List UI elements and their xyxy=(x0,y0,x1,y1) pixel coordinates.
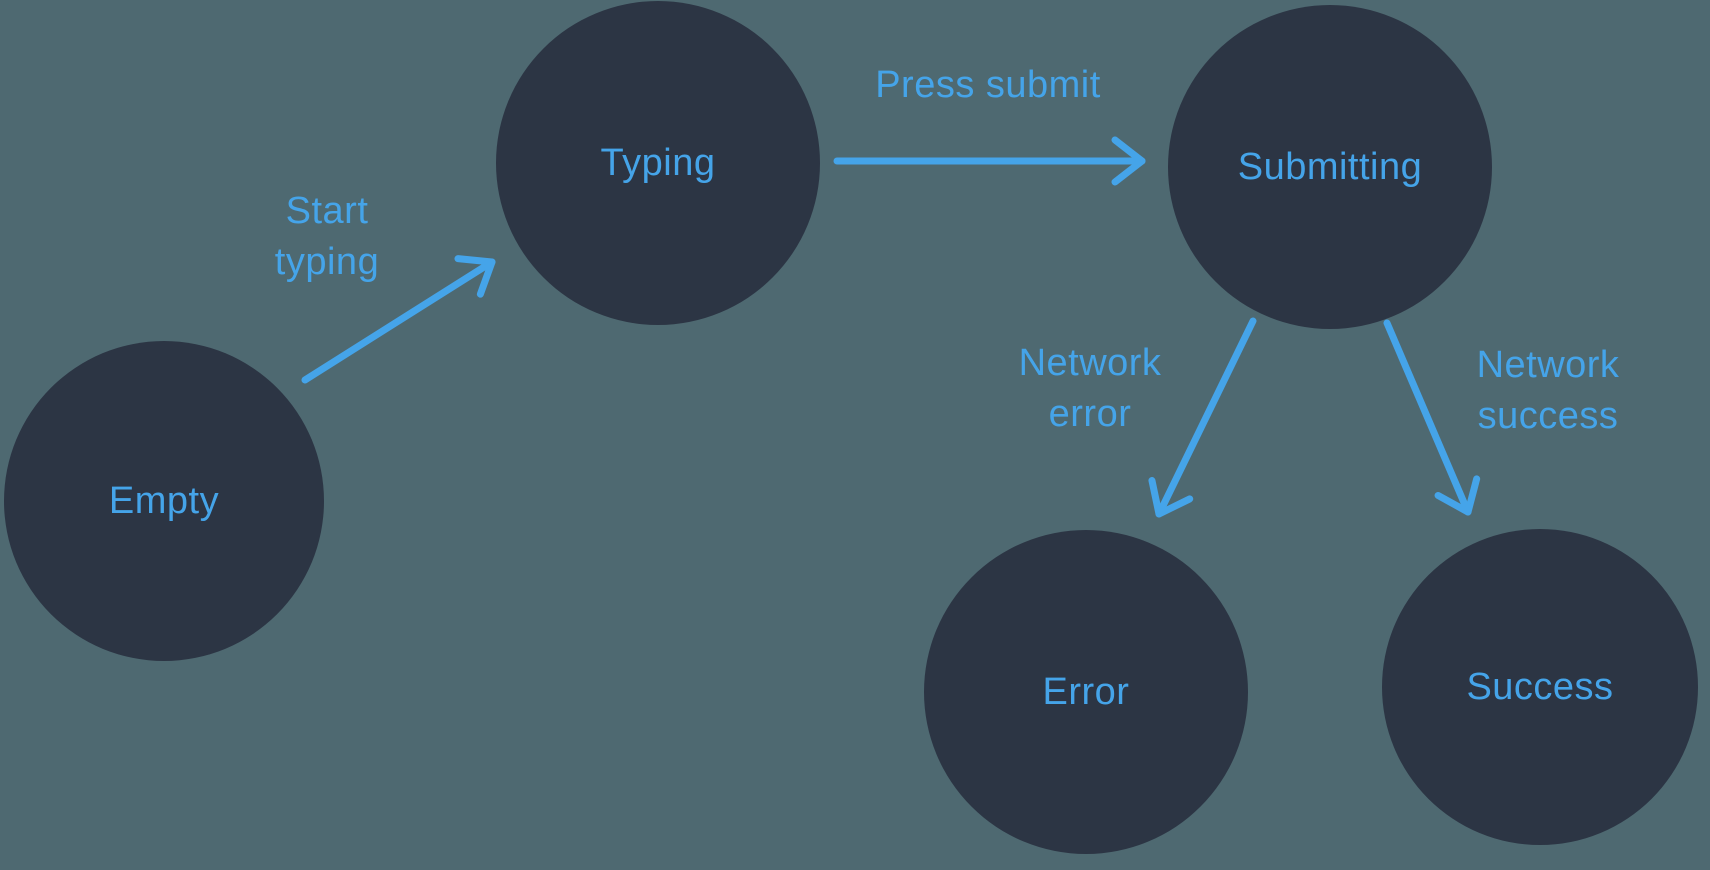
state-node-submitting: Submitting xyxy=(1168,5,1492,329)
edge-arrow-network-success xyxy=(1383,319,1481,516)
edge-label-line: Network xyxy=(1018,342,1162,384)
edge-label-network-success: Network success xyxy=(1477,340,1620,442)
state-node-success: Success xyxy=(1382,529,1698,845)
state-node-label: Submitting xyxy=(1237,145,1423,188)
edge-label-start-typing: Start typing xyxy=(275,186,379,288)
state-node-label: Typing xyxy=(600,141,716,184)
edge-arrow-network-error xyxy=(1148,317,1257,518)
state-node-error: Error xyxy=(924,530,1248,854)
edge-label-press-submit: Press submit xyxy=(875,60,1101,111)
state-node-label: Empty xyxy=(108,479,220,522)
state-node-label: Success xyxy=(1466,665,1614,708)
edge-label-network-error: Network error xyxy=(1019,338,1162,440)
state-node-label: Error xyxy=(1042,670,1130,713)
edge-label-line: typing xyxy=(274,241,380,283)
edge-label-line: success xyxy=(1477,395,1619,437)
edge-arrow-start-typing xyxy=(301,255,496,384)
edge-label-line: error xyxy=(1048,393,1132,435)
edge-label-line: Network xyxy=(1476,344,1620,386)
state-node-typing: Typing xyxy=(496,1,820,325)
edge-label-line: Press submit xyxy=(875,64,1101,106)
state-node-empty: Empty xyxy=(4,341,324,661)
edge-label-line: Start xyxy=(285,190,369,232)
